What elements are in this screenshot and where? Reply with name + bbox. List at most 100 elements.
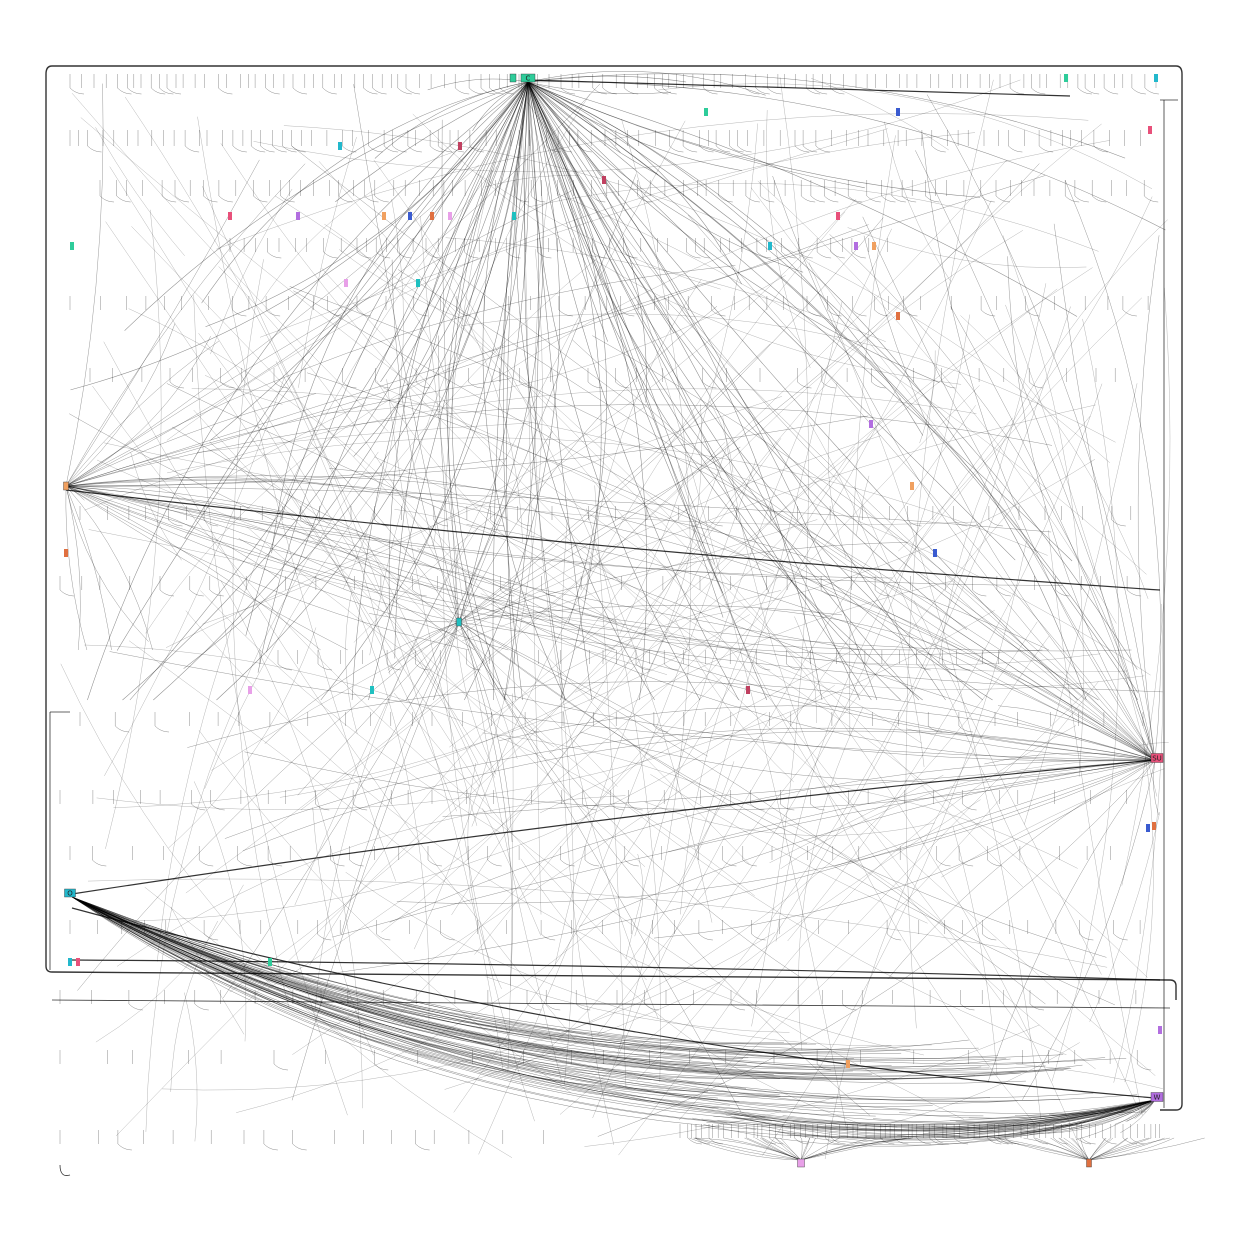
edge (71, 896, 808, 1044)
graph-node (746, 686, 750, 694)
edge (458, 621, 513, 843)
edge (722, 417, 1038, 1127)
hub-top-box (520, 73, 536, 83)
edge (800, 1137, 908, 1161)
edge (734, 1099, 1156, 1133)
edge (259, 128, 888, 338)
edge (988, 1099, 1156, 1130)
edge (527, 81, 742, 285)
edge (466, 524, 1156, 761)
edge (527, 81, 621, 153)
edge (527, 79, 1071, 97)
edge (71, 896, 1064, 1059)
edge (527, 81, 743, 171)
edge (996, 1137, 1090, 1161)
edge (733, 1099, 1156, 1135)
graph-node (70, 242, 74, 250)
edge (527, 81, 940, 383)
edge (658, 83, 1153, 189)
edge (71, 896, 859, 1129)
edge (109, 166, 495, 778)
edge (351, 81, 529, 701)
edge (527, 81, 865, 189)
frame-line (51, 999, 1171, 1009)
edge (320, 275, 786, 414)
edge (204, 259, 597, 789)
edge (71, 896, 718, 1099)
edge (458, 621, 513, 986)
edge (744, 1137, 802, 1161)
edge (310, 442, 460, 623)
edge (527, 81, 675, 334)
edge (849, 135, 896, 737)
edge (71, 896, 898, 1128)
edge (168, 627, 317, 849)
edge (950, 306, 1156, 761)
edge (65, 485, 321, 651)
edge (129, 81, 529, 701)
edge (942, 1099, 1156, 1138)
edge (71, 896, 744, 1059)
edge (1117, 1099, 1156, 1116)
edge (353, 84, 460, 623)
edge (717, 1099, 1156, 1128)
edge (653, 759, 1156, 939)
edge (938, 219, 1168, 664)
edge (193, 409, 646, 867)
graph-node (1064, 74, 1068, 82)
edge (115, 288, 1058, 1137)
hub-center (456, 617, 462, 627)
edge (388, 81, 529, 615)
edge (524, 81, 566, 701)
edge (527, 75, 687, 83)
edge (808, 262, 1042, 1119)
edge (420, 216, 562, 1081)
edge (294, 120, 686, 906)
edge (71, 896, 925, 1127)
edge (527, 81, 768, 701)
edge (1020, 1099, 1156, 1134)
edge (65, 485, 475, 651)
edge (71, 896, 979, 1051)
edge (105, 221, 480, 787)
edge (800, 1137, 906, 1161)
bracket-comb-row (69, 846, 1111, 867)
edge (443, 169, 535, 1122)
graph-node (408, 212, 412, 220)
edge (898, 196, 1153, 552)
edge (387, 621, 460, 671)
edge (1029, 1099, 1156, 1135)
edge (461, 313, 1116, 443)
graph-node (338, 142, 342, 150)
edge (458, 343, 771, 623)
edge (997, 705, 1156, 761)
graph-node (854, 242, 858, 250)
edge (527, 81, 1099, 701)
edge (687, 214, 1156, 761)
edge (71, 896, 1127, 1064)
edge (1137, 235, 1160, 761)
edge (775, 417, 1013, 942)
edge (736, 1099, 1156, 1131)
edge (291, 621, 460, 1101)
edge (458, 446, 741, 623)
edge (527, 81, 593, 701)
edge (769, 774, 944, 864)
edge (527, 81, 608, 342)
edge (592, 297, 1142, 1119)
edge (527, 81, 770, 594)
edge (65, 175, 1046, 487)
edge (467, 762, 502, 989)
edge (386, 379, 478, 826)
edge (1080, 1137, 1090, 1161)
edge (71, 896, 728, 1124)
edge (1058, 1137, 1090, 1161)
edge (1153, 759, 1159, 816)
edge (693, 1137, 802, 1161)
frame-line (52, 65, 1183, 1111)
edge (527, 81, 1078, 317)
edge (417, 548, 1101, 666)
hub-bottom-a-box (797, 1158, 805, 1168)
edge (586, 508, 661, 1082)
edge (71, 896, 830, 1051)
